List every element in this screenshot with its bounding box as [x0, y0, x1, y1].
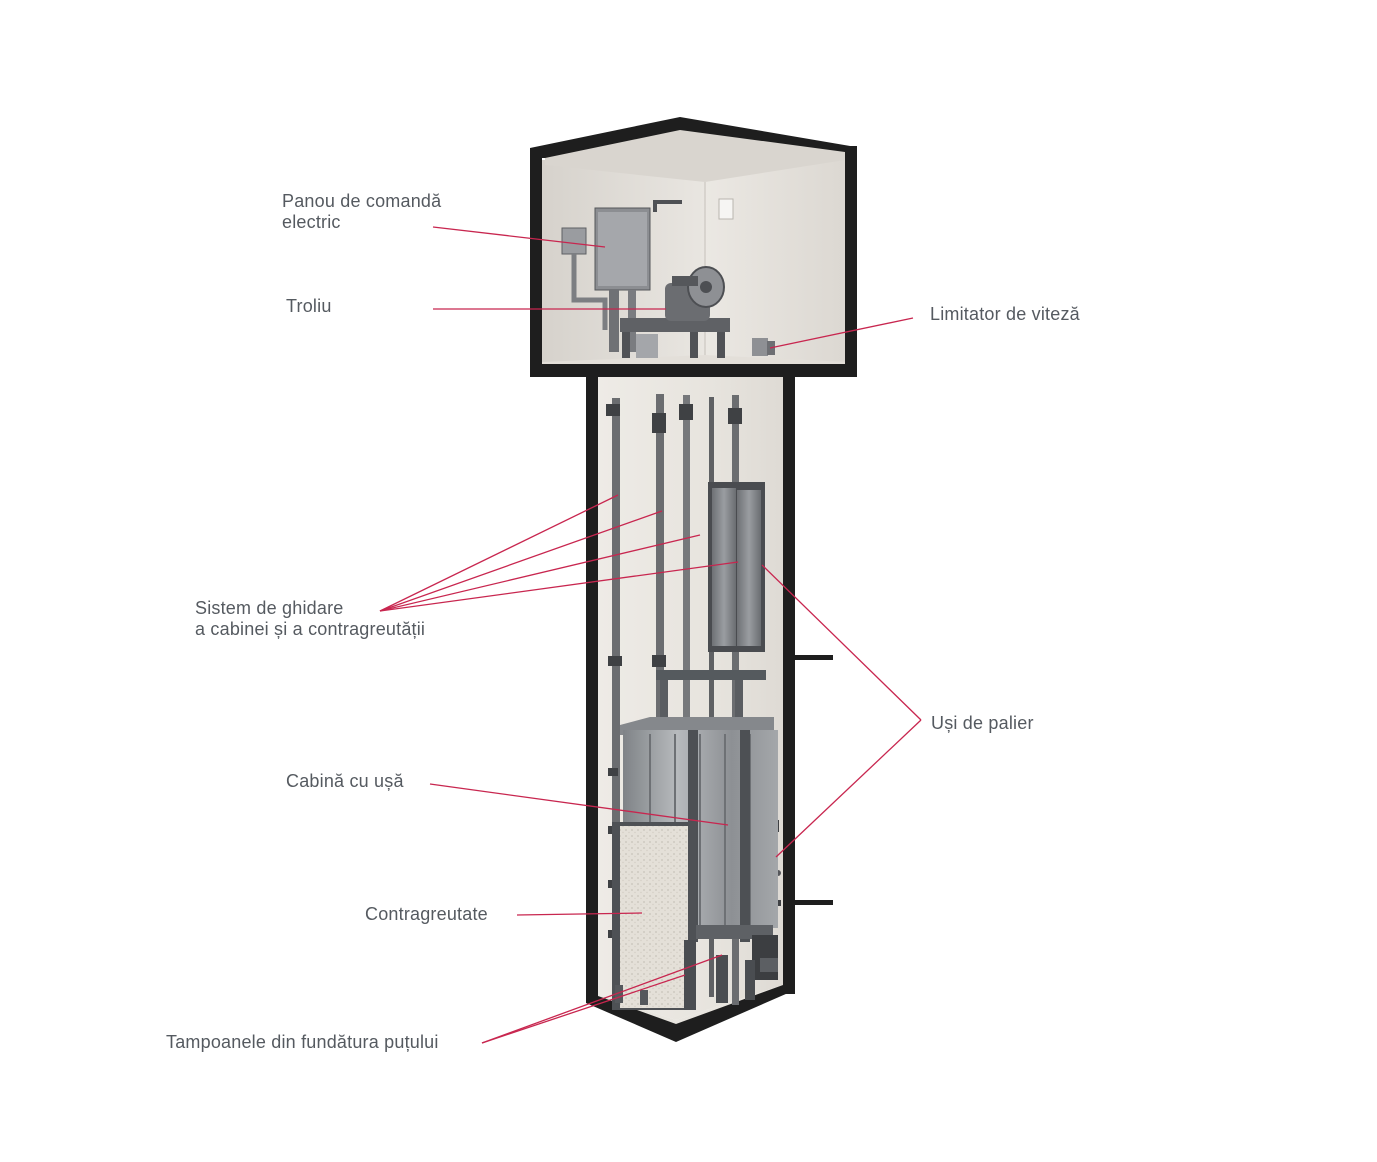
label-control-panel-line-1: Panou de comandă	[282, 191, 442, 211]
winch-motor	[620, 266, 730, 358]
label-pit-buffers: Tampoanele din fundătura puțului	[166, 1032, 439, 1052]
label-counterweight: Contragreutate	[365, 904, 488, 924]
landing-door	[708, 482, 781, 906]
counterweight-block	[612, 822, 696, 1010]
label-guide-system: Sistem de ghidare a cabinei și a contrag…	[195, 598, 425, 640]
leader-guide-2	[379, 510, 663, 612]
leader-car	[429, 783, 729, 826]
leader-lines	[379, 226, 922, 1044]
label-control-panel-line-2: electric	[282, 212, 341, 232]
label-guide-system-line-1: Sistem de ghidare	[195, 598, 344, 618]
pit-buffers	[615, 940, 778, 1010]
label-control-panel: Panou de comandă electric	[282, 191, 441, 233]
leader-speed-limiter	[769, 317, 914, 349]
label-speed-limiter: Limitator de viteză	[930, 304, 1080, 324]
leader-control-panel	[432, 226, 606, 248]
leader-landing-door-upper	[761, 564, 922, 721]
leader-buffer-1	[481, 974, 686, 1044]
leader-guide-3	[379, 534, 701, 612]
label-car-with-door: Cabină cu ușă	[286, 771, 404, 791]
leader-buffer-2	[481, 954, 723, 1044]
leader-landing-door-lower	[775, 719, 922, 858]
label-landing-doors: Uși de palier	[931, 713, 1034, 733]
leader-guide-1	[379, 494, 619, 612]
leader-counterweight	[516, 912, 643, 916]
label-guide-system-line-2: a cabinei și a contragreutății	[195, 619, 426, 639]
leader-guide-4	[379, 561, 739, 612]
label-winch: Troliu	[286, 296, 332, 316]
